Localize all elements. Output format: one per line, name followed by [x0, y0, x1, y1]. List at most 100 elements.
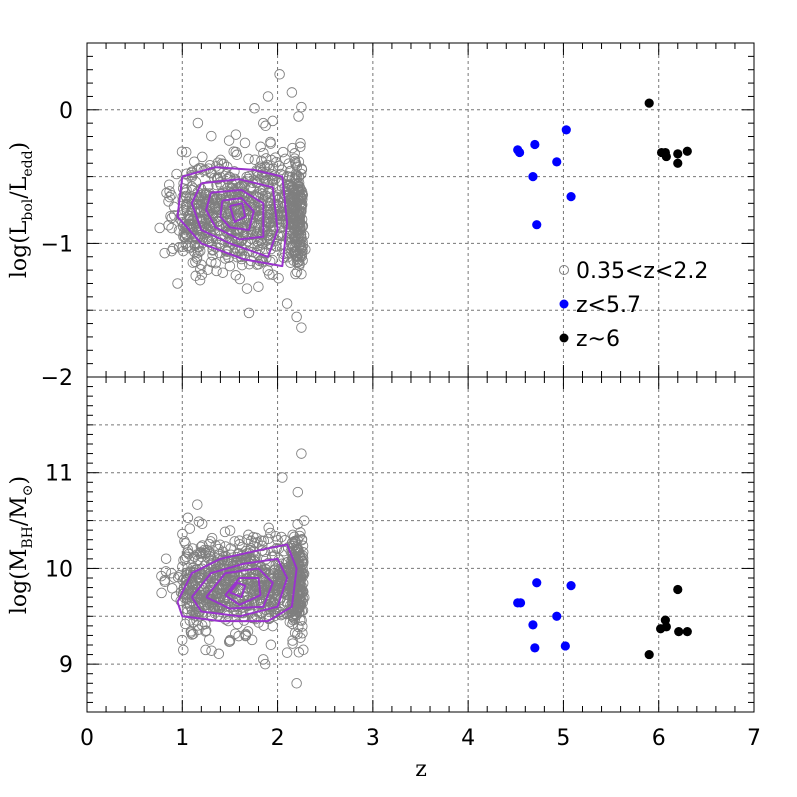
data-point-low-z: [194, 245, 206, 257]
data-point-low-z: [276, 531, 287, 543]
data-point-low-z: [296, 534, 308, 545]
x-tick-label: 1: [175, 726, 189, 751]
data-point-mid-z: [561, 125, 571, 135]
y-tick-label: 0: [59, 99, 73, 124]
contour-line: [205, 567, 274, 610]
data-point-low-z: [188, 193, 200, 205]
data-point-low-z: [230, 595, 242, 607]
legend-marker-open-circle: [559, 265, 569, 275]
data-point-low-z: [267, 620, 278, 632]
data-point-low-z: [176, 146, 188, 157]
data-point-low-z: [192, 117, 204, 129]
data-point-low-z: [298, 644, 309, 656]
plot-frame: [86, 376, 755, 713]
x-tick-label: 6: [652, 726, 666, 751]
data-point-low-z: [184, 573, 195, 584]
data-point-low-z: [226, 581, 238, 593]
data-point-low-z: [295, 632, 306, 643]
data-point-low-z: [259, 546, 271, 558]
data-point-low-z: [249, 103, 260, 114]
data-point-low-z: [195, 205, 206, 216]
data-point-low-z: [243, 153, 254, 165]
data-point-low-z: [221, 211, 233, 223]
data-point-low-z: [296, 587, 308, 598]
data-point-mid-z: [552, 157, 562, 167]
data-point-mid-z: [532, 578, 542, 588]
data-point-low-z: [166, 212, 178, 224]
data-point-low-z: [249, 599, 260, 611]
data-point-mid-z: [514, 147, 525, 158]
data-point-low-z: [277, 146, 289, 158]
data-point-low-z: [297, 553, 309, 564]
data-point-low-z: [213, 224, 224, 236]
contour-line: [190, 178, 279, 258]
data-point-low-z: [180, 618, 191, 630]
data-point-low-z: [172, 278, 183, 289]
data-point-low-z: [240, 630, 251, 642]
data-point-low-z: [200, 644, 211, 656]
data-point-low-z: [181, 551, 192, 563]
data-point-low-z: [288, 569, 299, 581]
plot-area: [156, 448, 692, 689]
data-point-low-z: [260, 153, 272, 164]
x-axis-label: z: [415, 757, 427, 782]
data-point-low-z: [273, 272, 284, 284]
data-point-low-z: [214, 539, 226, 550]
data-point-low-z: [206, 532, 218, 544]
data-point-low-z: [234, 535, 245, 546]
data-point-low-z: [293, 111, 304, 122]
density-contours: [176, 543, 298, 623]
data-point-low-z: [262, 91, 274, 102]
data-point-low-z: [206, 611, 218, 622]
data-point-low-z: [297, 627, 308, 639]
data-point-low-z: [160, 566, 172, 577]
data-point-low-z: [243, 214, 255, 226]
data-point-low-z: [159, 247, 170, 259]
data-point-low-z: [236, 213, 248, 224]
data-point-low-z: [294, 189, 305, 201]
data-point-low-z: [289, 148, 300, 159]
density-contours: [176, 166, 289, 268]
data-point-low-z: [295, 527, 306, 538]
data-point-low-z: [293, 217, 304, 229]
legend-marker-filled-black: [559, 333, 569, 343]
data-point-low-z: [217, 600, 228, 611]
data-point-low-z: [206, 645, 217, 656]
series-mid-z: [513, 125, 576, 230]
data-point-low-z: [291, 173, 302, 184]
data-point-low-z: [178, 644, 189, 656]
data-point-low-z: [204, 634, 215, 645]
data-point-low-z: [268, 565, 280, 576]
data-point-low-z: [267, 175, 279, 186]
data-point-low-z: [257, 191, 269, 202]
data-point-low-z: [178, 227, 190, 238]
data-point-low-z: [253, 281, 264, 292]
grid: [87, 377, 754, 712]
data-point-low-z: [211, 265, 222, 277]
data-point-low-z: [166, 189, 177, 201]
contour-line: [176, 166, 289, 268]
data-point-low-z: [251, 259, 263, 270]
data-point-low-z: [296, 203, 307, 215]
x-tick-label: 5: [556, 726, 570, 751]
data-point-low-z: [198, 165, 209, 176]
data-point-low-z: [223, 636, 235, 648]
data-point-low-z: [229, 536, 240, 547]
x-tick-label: 4: [461, 726, 475, 751]
data-point-low-z: [185, 567, 197, 578]
data-point-mid-z: [530, 643, 540, 653]
data-point-low-z: [260, 595, 272, 606]
data-point-low-z: [272, 582, 284, 594]
data-point-low-z: [159, 575, 170, 586]
data-point-low-z: [217, 267, 229, 278]
data-point-low-z: [220, 541, 231, 552]
data-point-low-z: [222, 182, 233, 194]
data-point-low-z: [205, 593, 217, 605]
data-point-low-z: [190, 270, 201, 282]
data-point-mid-z: [528, 172, 538, 182]
data-point-low-z: [256, 587, 268, 598]
data-point-low-z: [249, 209, 260, 220]
data-point-low-z: [263, 522, 274, 534]
data-point-low-z: [171, 168, 182, 180]
